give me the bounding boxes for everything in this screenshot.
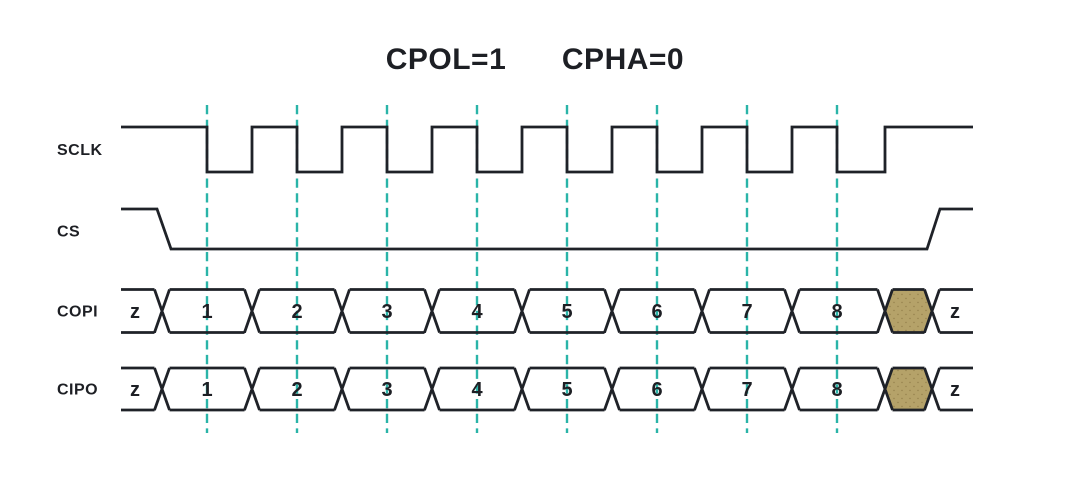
cipo-bus-outline [121, 366, 973, 412]
copi-undefined-cell [885, 289, 932, 333]
cipo-cell-label-8: 8 [831, 379, 842, 401]
copi-cell-label-8: 8 [831, 301, 842, 323]
cipo-undefined-cell [885, 368, 932, 410]
copi-cell-label-4: 4 [471, 301, 483, 323]
signal-label-cipo: CIPO [57, 382, 98, 399]
cs-waveform [121, 207, 973, 251]
copi-cell-label-2: 2 [291, 301, 302, 323]
cipo-cell-label-4: 4 [471, 379, 483, 401]
copi-bus-outline [121, 288, 973, 334]
copi-cell-label-1: 1 [201, 301, 212, 323]
title-cpha: CPHA=0 [562, 43, 684, 76]
sclk-waveform [121, 125, 973, 174]
copi-cell-label-7: 7 [741, 301, 752, 323]
title-cpol: CPOL=1 [386, 43, 507, 76]
copi-cell-label-3: 3 [381, 301, 392, 323]
copi-cell-label-z: z [130, 301, 140, 323]
cipo-cell-label-z: z [950, 379, 960, 401]
signal-label-cs: CS [57, 224, 80, 241]
cipo-cell-label-2: 2 [291, 379, 302, 401]
copi-cell-label-5: 5 [561, 301, 572, 323]
copi-cell-label-z: z [950, 301, 960, 323]
signal-label-sclk: SCLK [57, 142, 103, 159]
cipo-cell-label-1: 1 [201, 379, 212, 401]
cipo-cell-label-3: 3 [381, 379, 392, 401]
cipo-cell-label-6: 6 [651, 379, 662, 401]
cipo-cell-label-5: 5 [561, 379, 572, 401]
cipo-cell-label-7: 7 [741, 379, 752, 401]
cipo-cell-label-z: z [130, 379, 140, 401]
signal-label-copi: COPI [57, 304, 98, 321]
copi-cell-label-6: 6 [651, 301, 662, 323]
